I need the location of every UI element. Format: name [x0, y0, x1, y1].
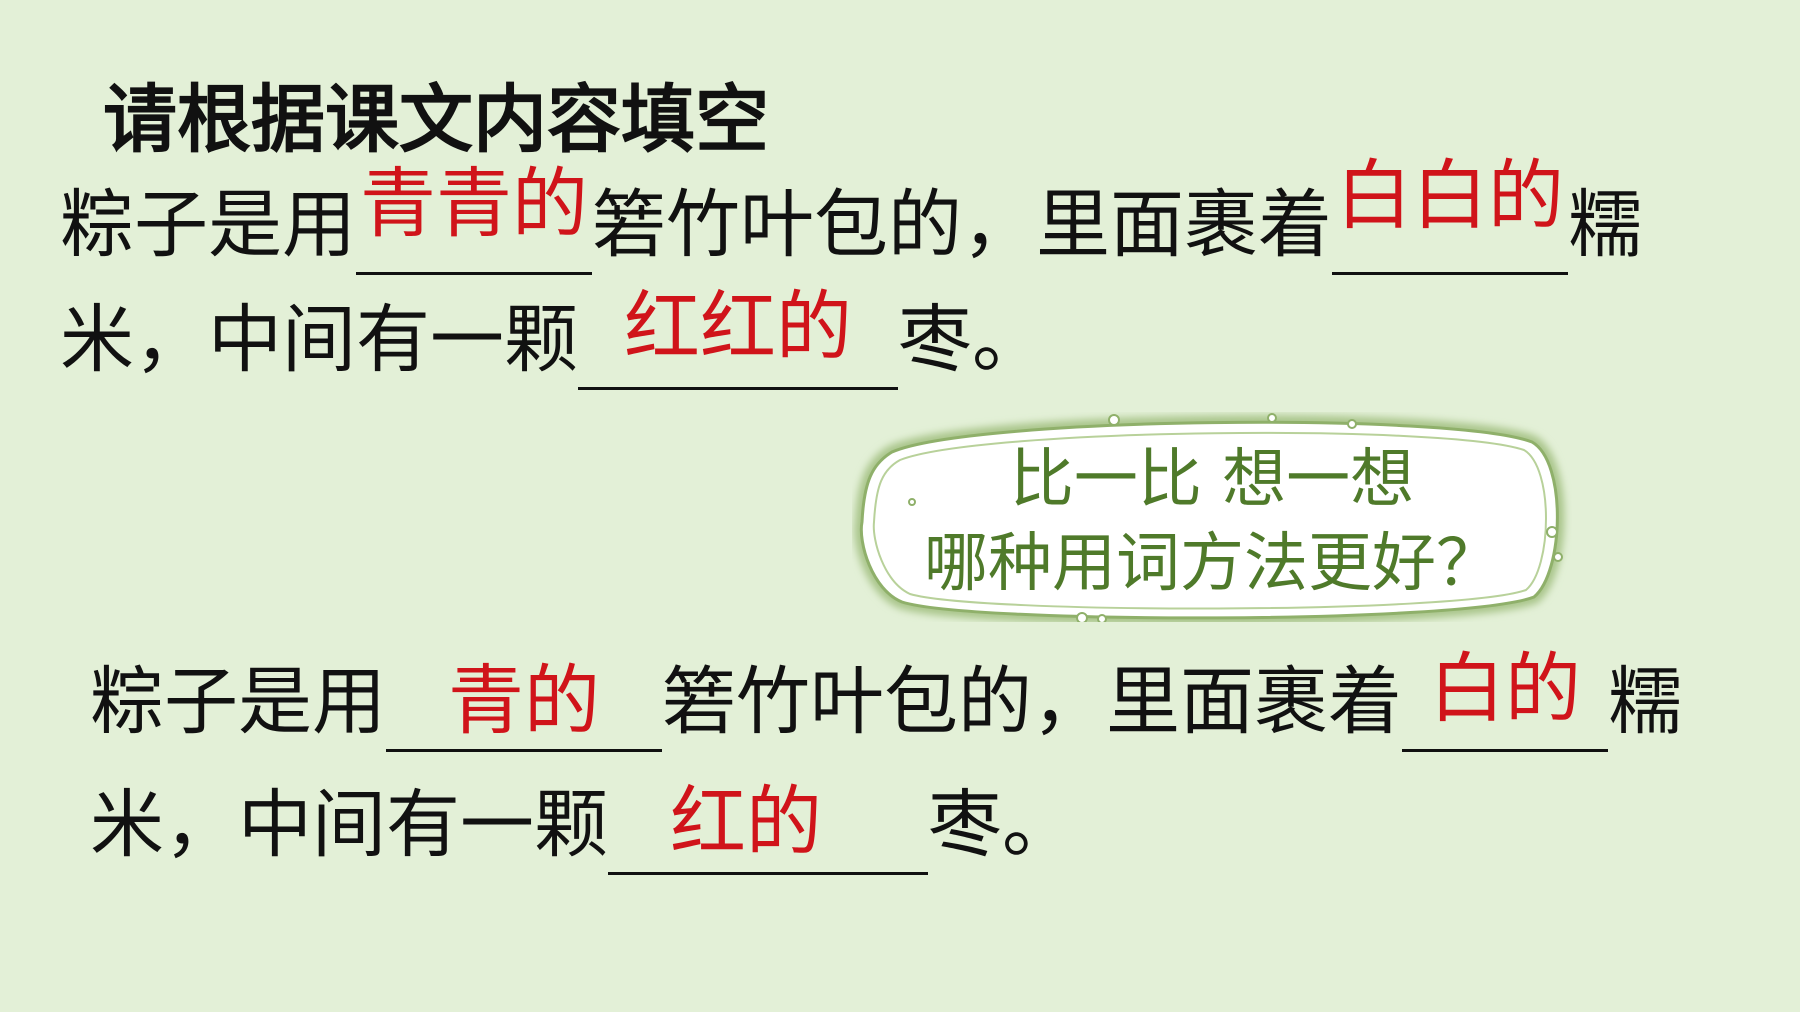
speech-bubble: 比一比 想一想 哪种用词方法更好？: [852, 412, 1572, 622]
text-segment: 糯: [1568, 182, 1642, 268]
answer-text: 白的: [1429, 644, 1581, 733]
fill-blank: 青的: [386, 652, 662, 752]
answer-text: 青的: [448, 656, 600, 745]
text-segment: 枣。: [898, 297, 1046, 383]
fill-blank: 青青的: [356, 159, 592, 275]
answer-text: 红红的: [624, 282, 852, 371]
page-title: 请根据课文内容填空: [103, 77, 769, 163]
text-segment: 粽子是用: [60, 182, 356, 268]
text-segment: 糯: [1608, 659, 1682, 745]
bubble-text-line-2: 哪种用词方法更好？: [924, 527, 1500, 601]
answer-text: 青青的: [360, 159, 588, 248]
text-segment: 粽子是用: [90, 659, 386, 745]
fill-blank: 红的: [608, 775, 928, 875]
passage-b-line-2: 米，中间有一颗红的 枣。: [90, 775, 1076, 875]
text-segment: 箬竹叶包的，里面裹着: [592, 182, 1332, 268]
answer-text: 红的: [670, 777, 822, 866]
passage-a-line-1: 粽子是用青青的箬竹叶包的，里面裹着白白的糯: [60, 151, 1642, 275]
passage-b-line-1: 粽子是用青的箬竹叶包的，里面裹着白的糯: [90, 644, 1682, 752]
answer-text: 白白的: [1336, 151, 1564, 240]
bubble-text-line-1: 比一比 想一想: [1009, 443, 1415, 517]
text-segment: 枣。: [928, 782, 1076, 868]
text-segment: 箬竹叶包的，里面裹着: [662, 659, 1402, 745]
fill-blank: 红红的: [578, 282, 898, 390]
text-segment: 米，中间有一颗: [60, 297, 578, 383]
bubble-shape: [854, 413, 1565, 622]
passage-a-line-2: 米，中间有一颗红红的枣。: [60, 282, 1046, 390]
text-segment: 米，中间有一颗: [90, 782, 608, 868]
fill-blank: 白白的: [1332, 151, 1568, 275]
fill-blank: 白的: [1402, 644, 1608, 752]
